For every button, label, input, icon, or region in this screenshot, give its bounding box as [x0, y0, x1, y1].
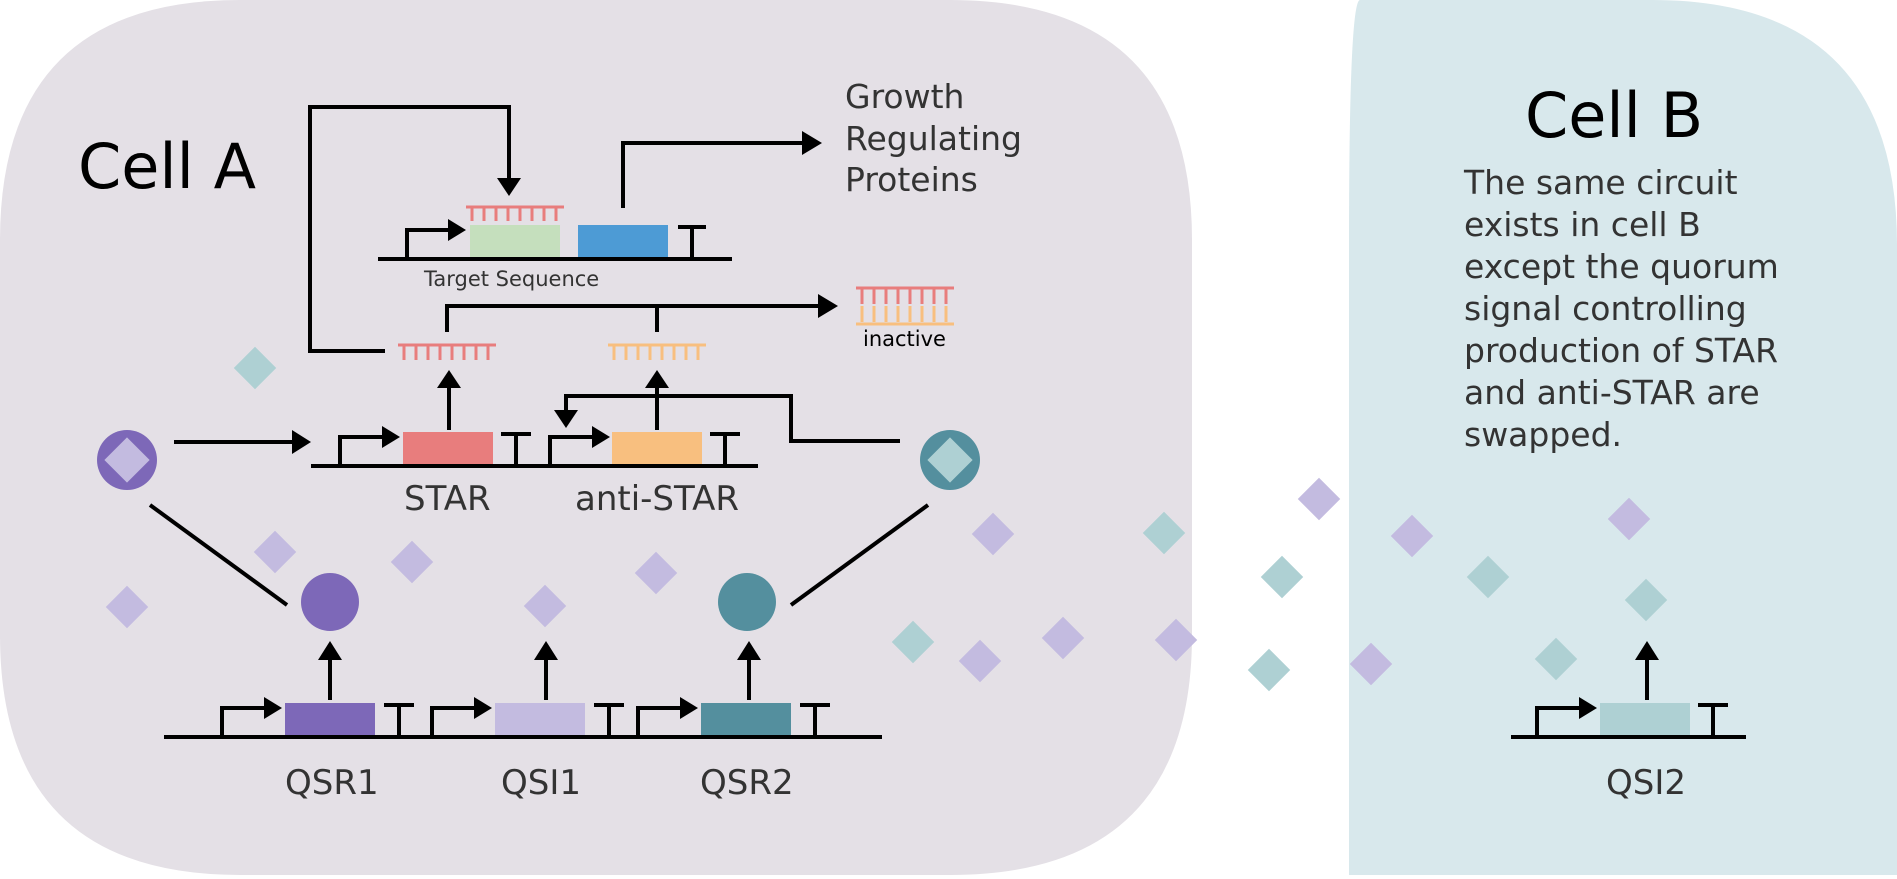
purple-signal-molecule: [1154, 618, 1198, 662]
qsi2-label: QSI2: [1606, 763, 1686, 803]
cell-b-description-line: and anti-STAR are: [1464, 373, 1760, 412]
qsr1-gene: [285, 703, 375, 735]
teal-signal-molecule: [1624, 578, 1668, 622]
qsr2-label: QSR2: [700, 763, 794, 803]
cell-b-description-line: swapped.: [1464, 415, 1622, 454]
purple-signal-molecule: [1041, 616, 1085, 660]
purple-signal-molecule: [1297, 477, 1341, 521]
teal-signal-molecule: [1247, 648, 1291, 692]
cell-b-description-line: signal controlling: [1464, 289, 1747, 328]
qsi1-gene: [495, 703, 585, 735]
qsr1-protein: [301, 573, 359, 631]
cell-b-description: The same circuit exists in cell B except…: [1463, 163, 1779, 454]
cell-b-description-line: except the quorum: [1464, 247, 1779, 286]
inactive-complex: [856, 286, 954, 326]
growth-label-line: Proteins: [845, 160, 978, 199]
qsi2-operon: [1511, 641, 1746, 739]
teal-signal-molecule: [1260, 555, 1304, 599]
star-activation-arrow-head: [292, 430, 311, 454]
cell-b-title: Cell B: [1525, 79, 1703, 152]
target-operon: Target Sequence: [378, 205, 732, 291]
cell-b-description-line: exists in cell B: [1464, 205, 1701, 244]
teal-signal-molecule: [233, 346, 277, 390]
qsr1-label: QSR1: [285, 763, 379, 803]
growth-arrow-head: [802, 131, 822, 155]
purple-signal-molecule: [1607, 497, 1651, 541]
anti-star-gene: [612, 432, 702, 464]
target-sequence-gene: [470, 225, 560, 257]
qsr2-protein: [718, 573, 776, 631]
cell-b-description-line: production of STAR: [1464, 331, 1778, 370]
growth-label-line: Regulating: [845, 119, 1022, 158]
star-rna: [398, 343, 496, 360]
teal-signal-molecule: [1466, 555, 1510, 599]
bound-star-rna: [466, 205, 564, 221]
anti-star-label: anti-STAR: [575, 479, 739, 519]
star-gene: [403, 432, 493, 464]
growth-label-line: Growth: [845, 77, 964, 116]
qsi2-gene: [1600, 703, 1690, 735]
star-operon: [311, 370, 758, 468]
cell-b-background-curve: [1349, 0, 1600, 875]
inactive-label: inactive: [863, 327, 946, 351]
star-label: STAR: [404, 479, 491, 519]
anti-star-rna: [608, 343, 706, 360]
target-sequence-label: Target Sequence: [423, 267, 599, 291]
growth-protein-gene: [578, 225, 668, 257]
teal-signal-molecule: [1534, 637, 1578, 681]
anti-star-activation-arrow-head: [554, 410, 578, 428]
cell-b-description-line: The same circuit: [1463, 163, 1738, 202]
feedback-arrow-head: [497, 178, 521, 196]
purple-signal-molecule: [1349, 642, 1393, 686]
teal-signal-molecule: [1142, 511, 1186, 555]
qsi1-label: QSI1: [501, 763, 581, 803]
qs-operon: [164, 641, 882, 739]
inactive-arrow-head: [818, 294, 838, 318]
cell-a-title: Cell A: [78, 130, 256, 203]
qsr2-gene: [701, 703, 791, 735]
purple-signal-molecule: [1390, 514, 1434, 558]
